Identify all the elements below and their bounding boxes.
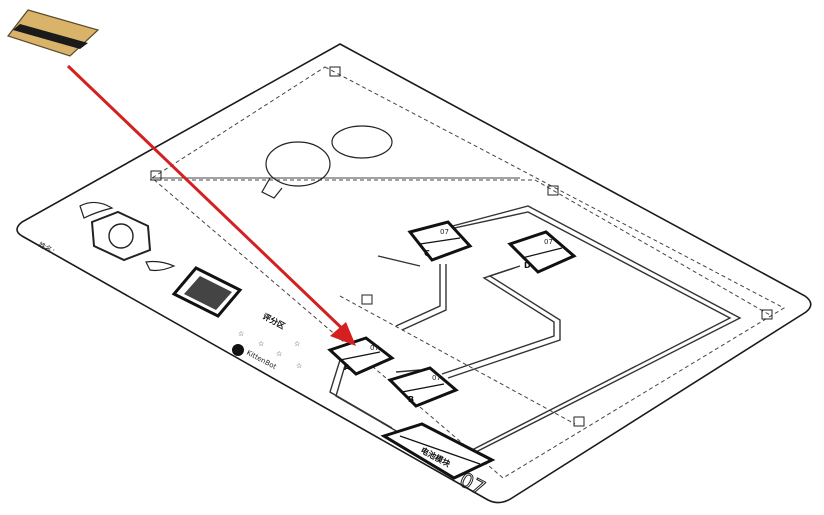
cat-logo-icon bbox=[232, 344, 244, 356]
component-b-label: B bbox=[408, 395, 414, 404]
dashed-guides bbox=[150, 179, 771, 425]
magnetic-card-icon[interactable] bbox=[7, 9, 100, 57]
score-stars: ☆ ☆ ☆ ☆ ☆ bbox=[238, 330, 302, 370]
component-d-label: D bbox=[524, 261, 531, 270]
corner-markers bbox=[150, 66, 773, 427]
component-b-tag: 07 bbox=[432, 374, 441, 382]
component-c-label: C bbox=[424, 249, 430, 258]
circuit-wires bbox=[329, 205, 742, 457]
component-c-tag: 07 bbox=[440, 228, 449, 236]
component-a-tag: 07 bbox=[370, 344, 379, 352]
qr-code-icon[interactable] bbox=[171, 266, 243, 318]
star-icon: ☆ bbox=[238, 330, 244, 338]
star-icon: ☆ bbox=[258, 340, 264, 348]
component-d[interactable]: D 07 bbox=[507, 230, 577, 274]
component-c[interactable]: C 07 bbox=[407, 220, 473, 262]
star-icon: ☆ bbox=[296, 362, 302, 370]
star-icon: ☆ bbox=[276, 350, 282, 358]
board bbox=[16, 43, 812, 504]
component-d-tag: 07 bbox=[544, 238, 553, 246]
winged-badge-icon bbox=[79, 201, 176, 272]
lightbulb-icon bbox=[261, 125, 393, 199]
component-b[interactable]: B 07 bbox=[387, 366, 459, 408]
component-a-label: A bbox=[344, 363, 351, 372]
star-icon: ☆ bbox=[294, 340, 300, 348]
red-arrow-icon bbox=[66, 64, 356, 346]
